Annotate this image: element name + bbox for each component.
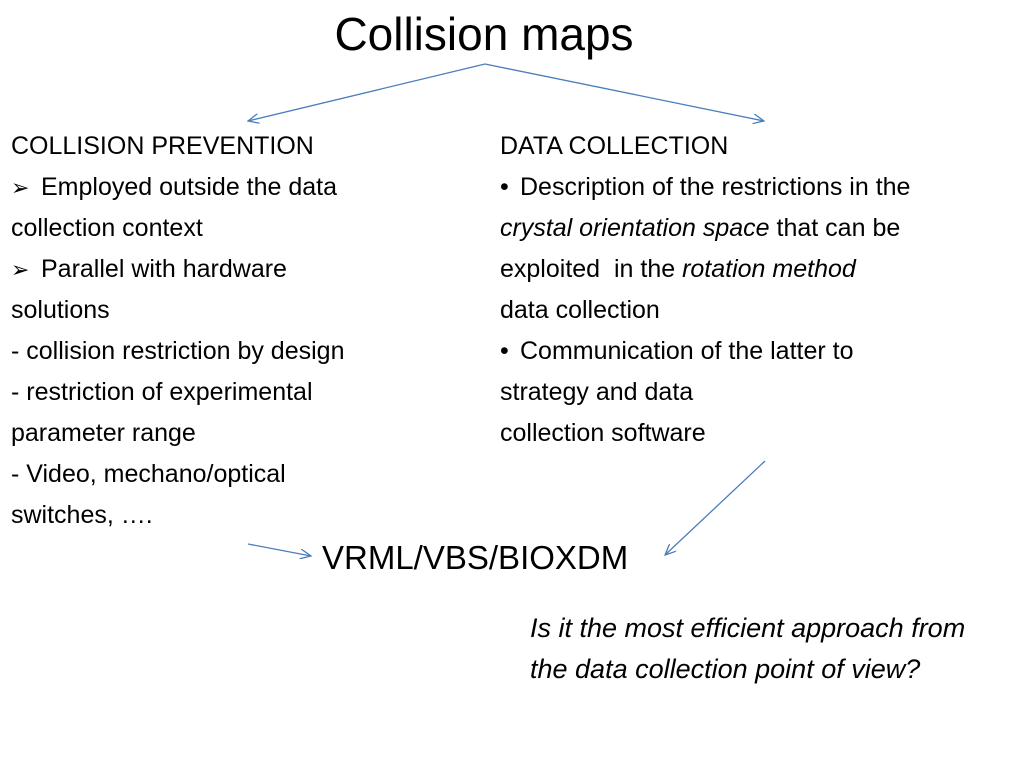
- arrow-left-to-format: [247, 543, 311, 556]
- collision-prevention-column: COLLISION PREVENTION ➢Employed outside t…: [11, 126, 481, 536]
- list-item-continuation: collection context: [11, 214, 203, 242]
- arrow-title-to-left: [248, 63, 486, 121]
- collision-prevention-heading: COLLISION PREVENTION: [11, 132, 314, 160]
- list-item: •Communication of the latter to: [500, 331, 1024, 372]
- list-item-continuation: parameter range: [11, 419, 196, 447]
- arrow-bullet-icon: ➢: [11, 257, 30, 282]
- data-collection-heading: DATA COLLECTION: [500, 132, 729, 160]
- slide-title: Collision maps: [334, 8, 634, 60]
- list-item-continuation: collection software: [500, 419, 706, 447]
- bullet-dot-icon: •: [500, 337, 509, 365]
- list-item: ➢Employed outside the data: [11, 167, 481, 208]
- list-item: - Video, mechano/optical: [11, 460, 286, 488]
- arrow-right-to-format: [665, 460, 766, 555]
- data-collection-column: DATA COLLECTION •Description of the rest…: [500, 126, 1024, 454]
- list-item-continuation: exploited in the rotation method: [500, 255, 856, 283]
- list-item: •Description of the restrictions in the: [500, 167, 1024, 208]
- arrow-title-to-right: [484, 63, 764, 121]
- list-item-continuation: strategy and data: [500, 378, 694, 406]
- list-item-continuation: crystal orientation space that can be: [500, 214, 901, 242]
- list-item-continuation: data collection: [500, 296, 660, 324]
- list-item: - collision restriction by design: [11, 337, 345, 365]
- format-label: VRML/VBS/BIOXDM: [322, 539, 629, 576]
- list-item: ➢Parallel with hardware: [11, 249, 481, 290]
- bullet-dot-icon: •: [500, 173, 509, 201]
- list-item-continuation: switches, ….: [11, 501, 153, 529]
- list-item: - restriction of experimental: [11, 378, 313, 406]
- efficiency-question: Is it the most efficient approach from t…: [530, 613, 966, 684]
- list-item-continuation: solutions: [11, 296, 110, 324]
- arrow-bullet-icon: ➢: [11, 175, 30, 200]
